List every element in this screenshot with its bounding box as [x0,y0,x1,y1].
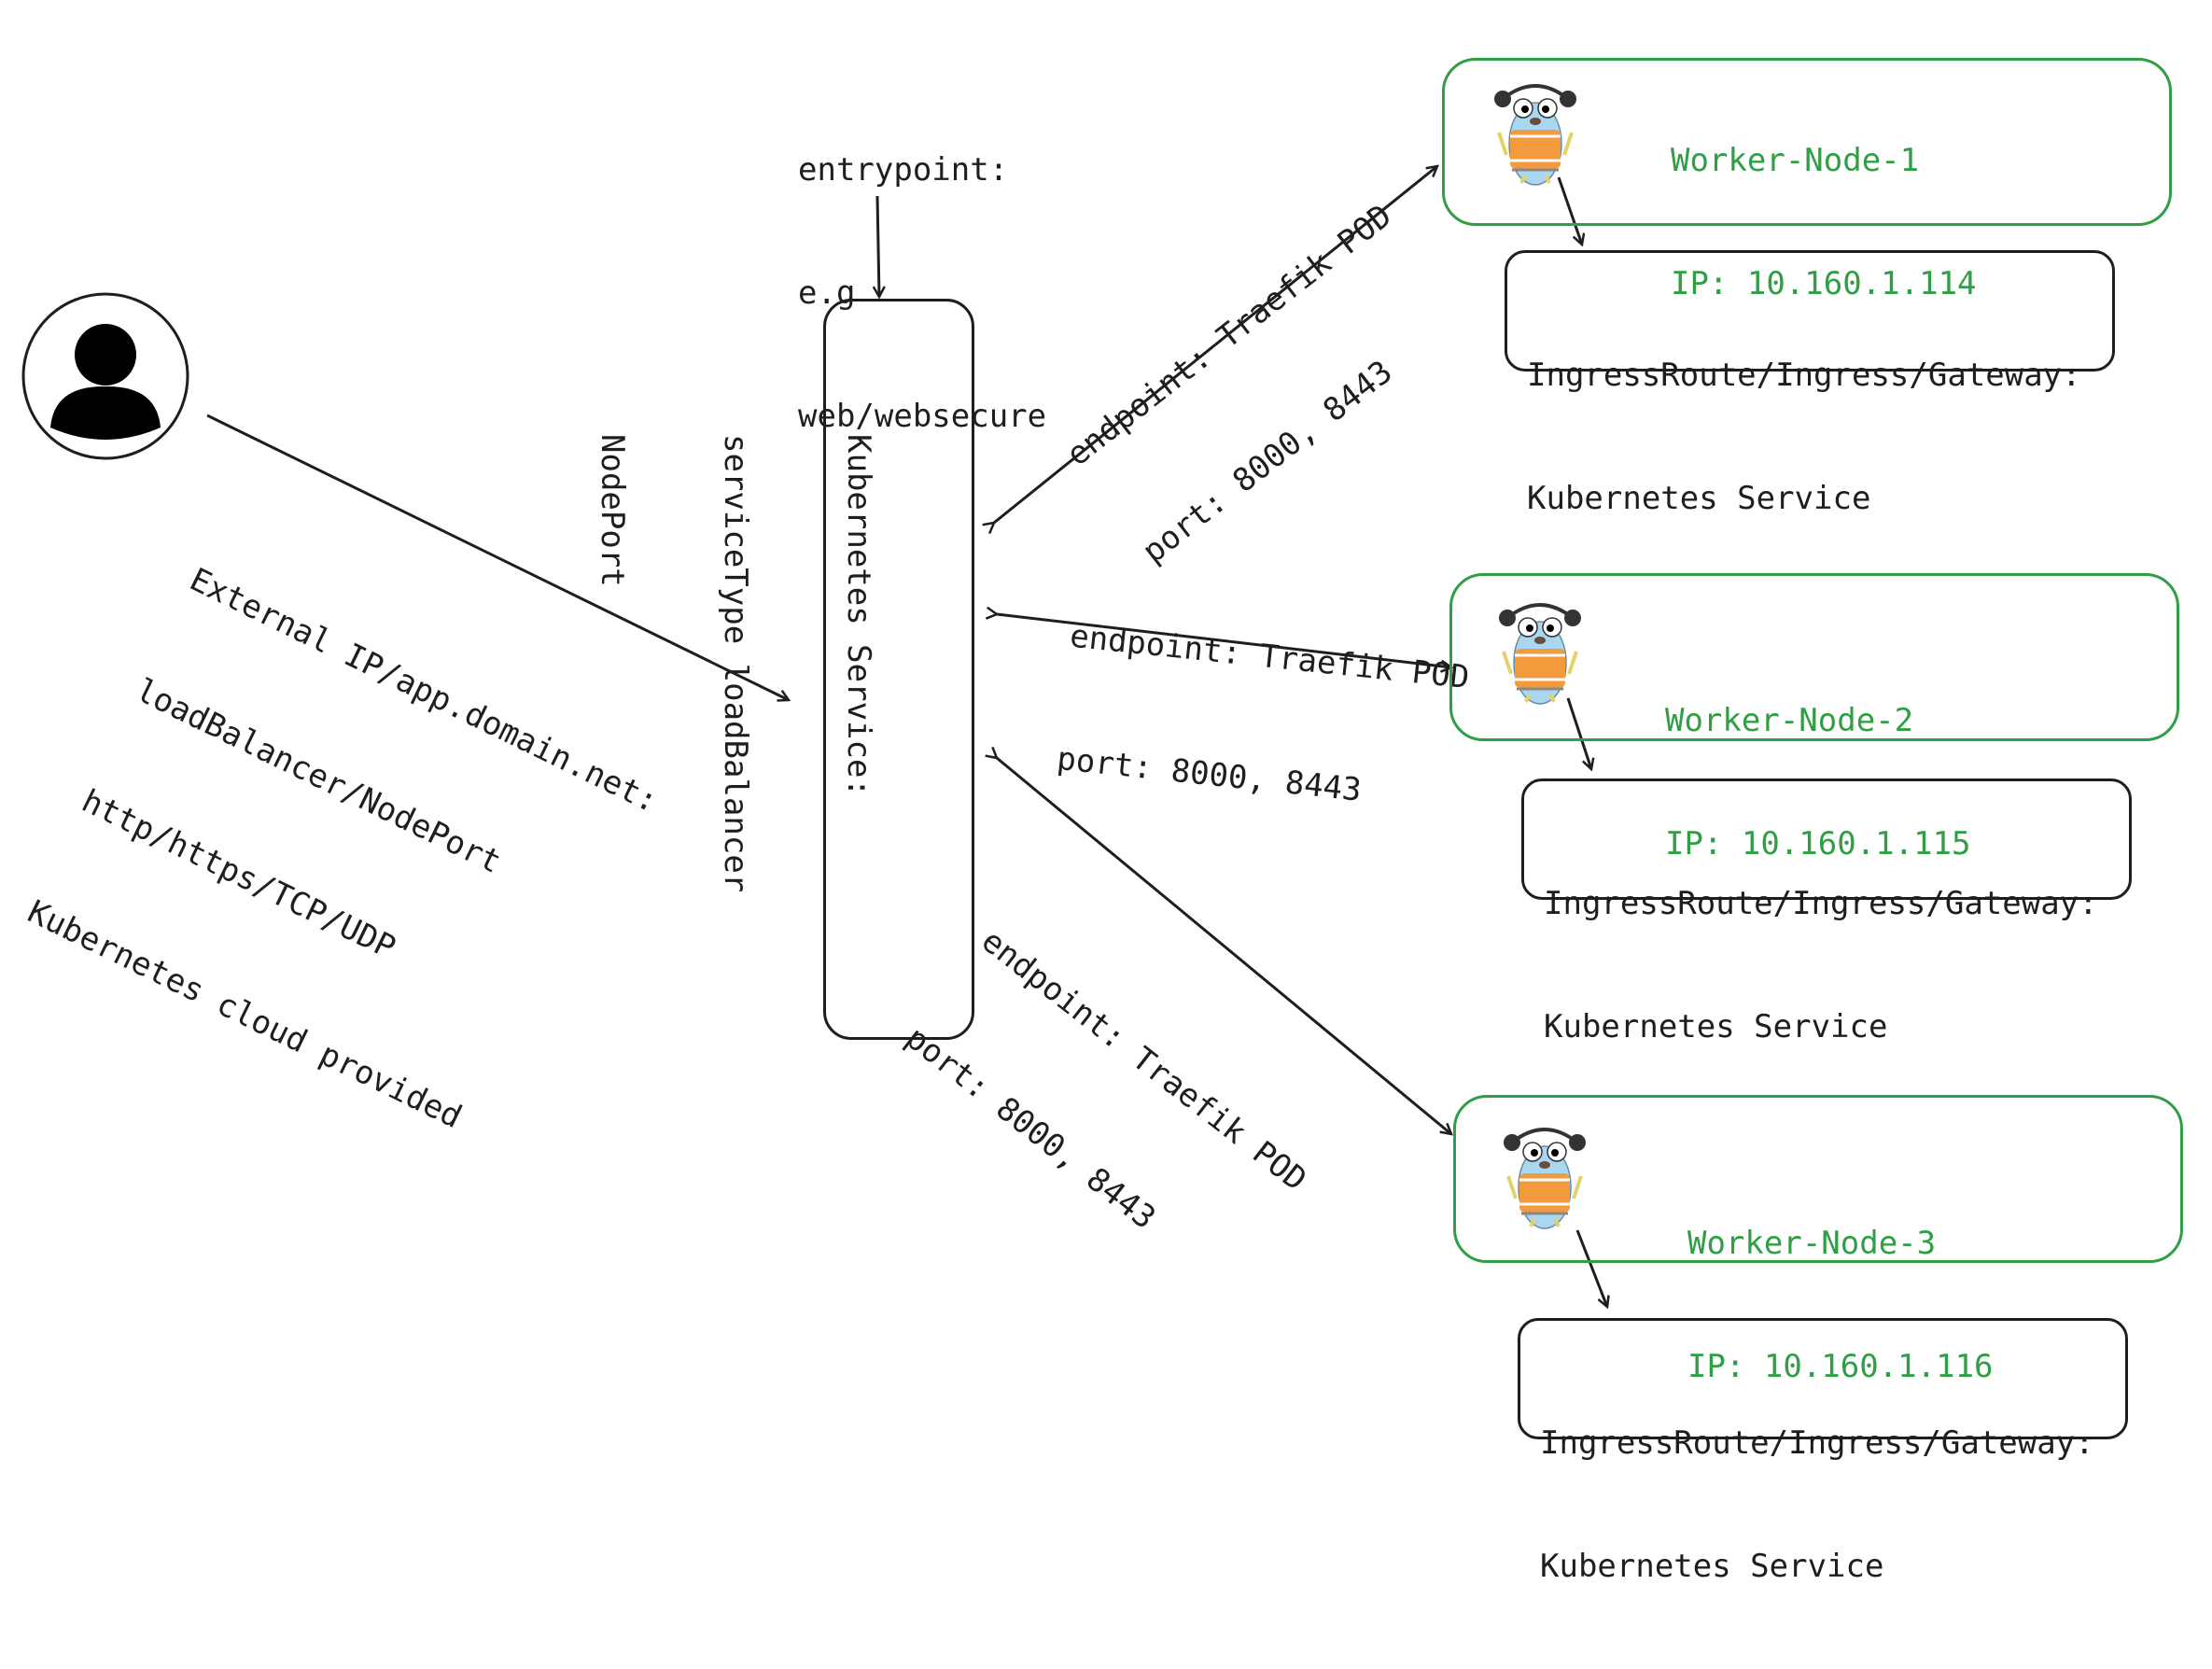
arrow-service-node-1 [994,166,1437,523]
traefik-gopher-icon [1504,1128,1586,1229]
arrow-node-1-to-ingress [1557,176,1582,245]
arrow-node-3-to-ingress [1575,1229,1607,1307]
worker-node-3-ip: IP: 10.160.1.116 [1687,1348,1994,1385]
traefik-gopher-icon [1494,84,1576,186]
ingress-1-line-2: Kubernetes Service [1527,480,1871,517]
endpoint-2-line-2: port: 8000, 8443 [1055,739,1364,809]
worker-node-2-ip: IP: 10.160.1.115 [1665,825,1971,863]
arrow-user-to-service [206,414,789,700]
worker-node-1-ip: IP: 10.160.1.114 [1671,265,1977,302]
entrypoint-line-1: entrypoint: [798,151,1009,189]
ingress-box-2-label: IngressRoute/Ingress/Gateway: Kubernetes… [1544,801,2098,1129]
kubernetes-service-box [823,299,974,1040]
arrow-service-node-2 [997,614,1451,667]
arrow-entrypoint-to-service [877,195,879,297]
diagram: External IP/app.domain.net: loadBalancer… [21,0,2212,1585]
ingress-2-line-2: Kubernetes Service [1544,1008,1888,1045]
k8s-line-3: NodePort [594,434,631,587]
ingress-box-3-label: IngressRoute/Ingress/Gateway: Kubernetes… [1540,1340,2094,1669]
entrypoint-label: entrypoint: e.g web/websecure [798,67,1046,519]
ingress-3-line-1: IngressRoute/Ingress/Gateway: [1540,1424,2094,1462]
ingress-box-1-label: IngressRoute/Ingress/Gateway: Kubernetes… [1527,273,2081,601]
worker-node-1-box [1442,58,2172,226]
entrypoint-line-3: web/websecure [798,398,1047,435]
ingress-box-3 [1518,1318,2128,1439]
worker-node-1-name: Worker-Node-1 [1671,142,1920,179]
connectors [206,0,2212,1447]
ingress-box-1 [1505,250,2115,372]
worker-node-3-name: Worker-Node-3 [1687,1225,1937,1262]
arrow-node-2-to-ingress [1566,697,1591,769]
worker-node-2-box [1449,573,2179,741]
user-avatar-icon [21,292,189,460]
endpoint-2-line-1: endpoint: Traefik POD [1068,617,1472,697]
ingress-3-line-2: Kubernetes Service [1540,1548,1884,1585]
ingress-box-2 [1521,778,2132,900]
worker-node-2-name: Worker-Node-2 [1665,702,1914,739]
worker-node-1-label: Worker-Node-1 IP: 10.160.1.114 [1671,58,1977,386]
worker-node-2-label: Worker-Node-2 IP: 10.160.1.115 [1665,618,1971,947]
k8s-line-1: Kubernetes Service: [840,434,877,797]
ingress-2-line-1: IngressRoute/Ingress/Gateway: [1544,885,2098,922]
arrow-service-node-3 [997,758,1451,1134]
worker-node-3-label: Worker-Node-3 IP: 10.160.1.116 [1687,1141,1994,1469]
k8s-line-2: serviceType loadBalancer [717,434,754,893]
external-line-3: http/https/TCP/UDP [76,782,401,967]
traefik-gopher-icon [1499,603,1581,705]
ingress-1-line-1: IngressRoute/Ingress/Gateway: [1527,357,2081,394]
endpoint-label-2: endpoint: Traefik POD port: 8000, 8443 [1046,534,1479,903]
kubernetes-service-label: Kubernetes Service: serviceType loadBala… [510,434,961,892]
worker-node-3-box [1453,1095,2183,1263]
